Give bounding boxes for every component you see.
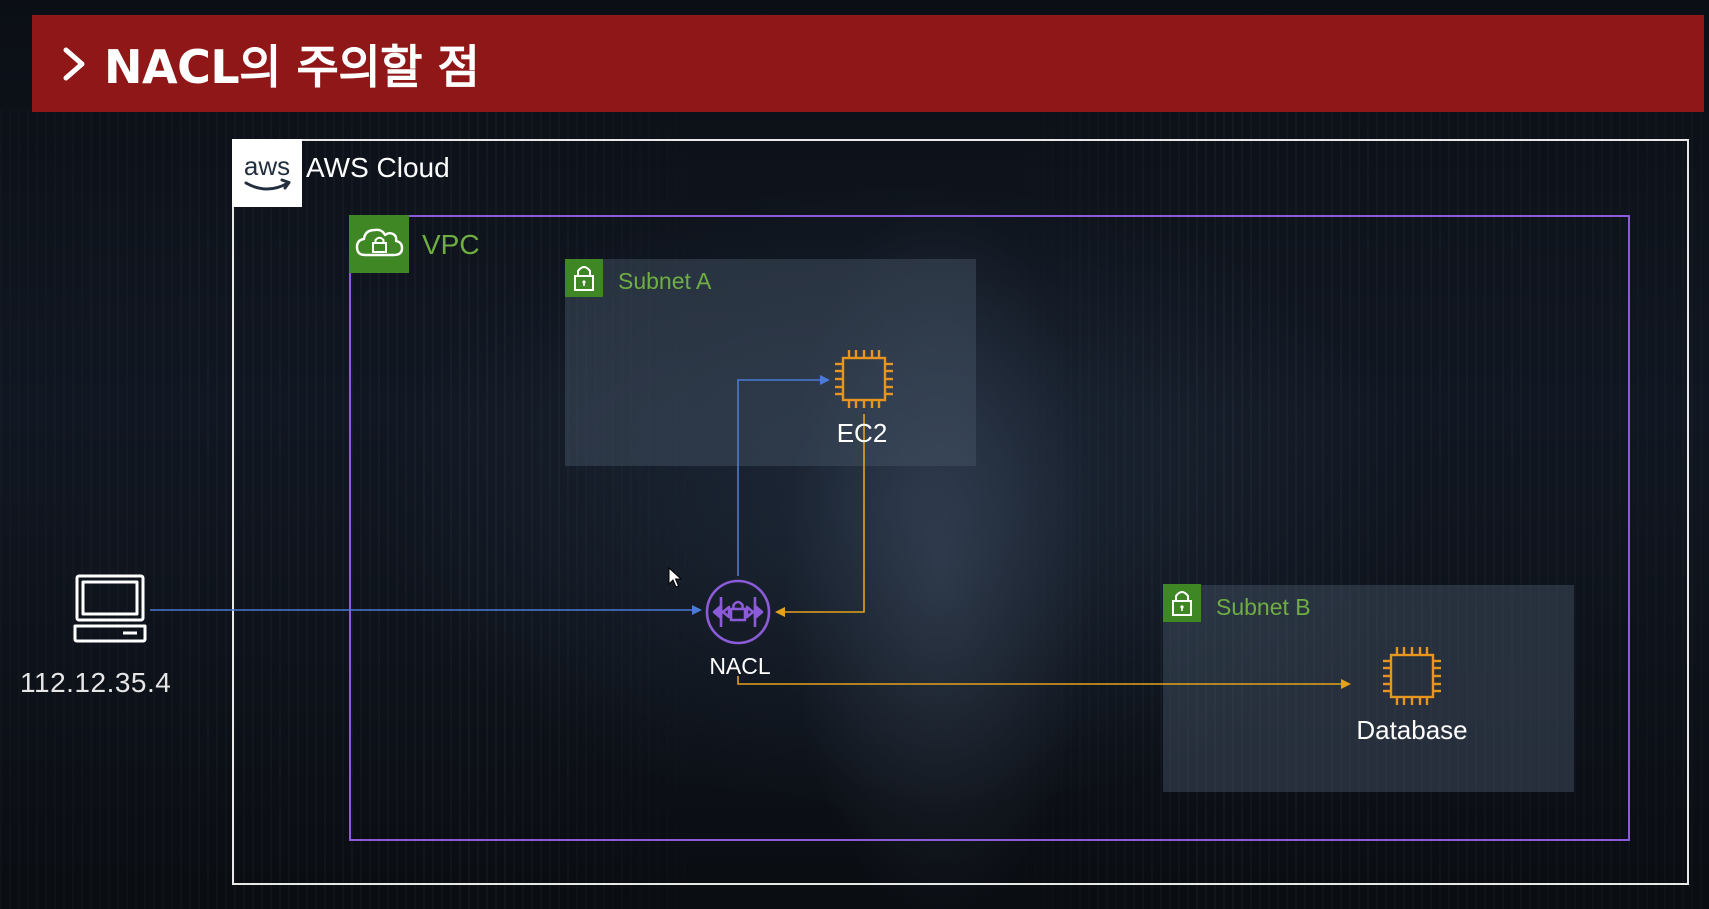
connector-nacl-to-database	[737, 676, 1351, 689]
subnet-b-group	[1163, 585, 1574, 792]
title-bar: NACL의 주의할 점	[32, 15, 1704, 112]
vpc-badge	[349, 215, 409, 273]
vpc-cloud-lock-icon	[355, 228, 404, 257]
subnet-a-badge	[565, 259, 603, 297]
connector-client-to-nacl	[150, 605, 702, 615]
laptop-icon	[73, 574, 147, 643]
lock-icon	[1172, 591, 1192, 616]
chevron-right-icon	[63, 47, 85, 80]
page-title: NACL의 주의할 점	[104, 39, 480, 94]
subnet-a-group	[565, 259, 976, 466]
connector-ec2-to-nacl	[775, 414, 865, 617]
aws-logo: aws	[232, 139, 302, 207]
client-ip-label: 112.12.35.4	[20, 667, 172, 698]
ec2-instance-icon	[835, 350, 893, 408]
subnet-a-label: Subnet A	[618, 268, 712, 294]
nacl-icon	[705, 579, 771, 645]
aws-cloud-label: AWS Cloud	[306, 152, 450, 183]
aws-cloud-group	[232, 139, 1689, 885]
ec2-label: EC2	[836, 418, 888, 448]
mouse-cursor-icon	[668, 567, 682, 588]
aws-logo-icon: aws	[244, 151, 291, 191]
database-instance-icon	[1383, 647, 1441, 705]
database-label: Database	[1356, 715, 1468, 745]
subnet-b-badge	[1163, 584, 1201, 622]
vpc-label: VPC	[422, 229, 480, 260]
server-racks-right	[989, 110, 1709, 909]
vpc-group	[349, 215, 1630, 841]
lock-icon	[574, 266, 594, 291]
aws-logo-text: aws	[244, 151, 290, 181]
nacl-label: NACL	[709, 653, 771, 679]
subnet-b-label: Subnet B	[1216, 594, 1311, 620]
connector-nacl-to-ec2	[737, 375, 830, 576]
